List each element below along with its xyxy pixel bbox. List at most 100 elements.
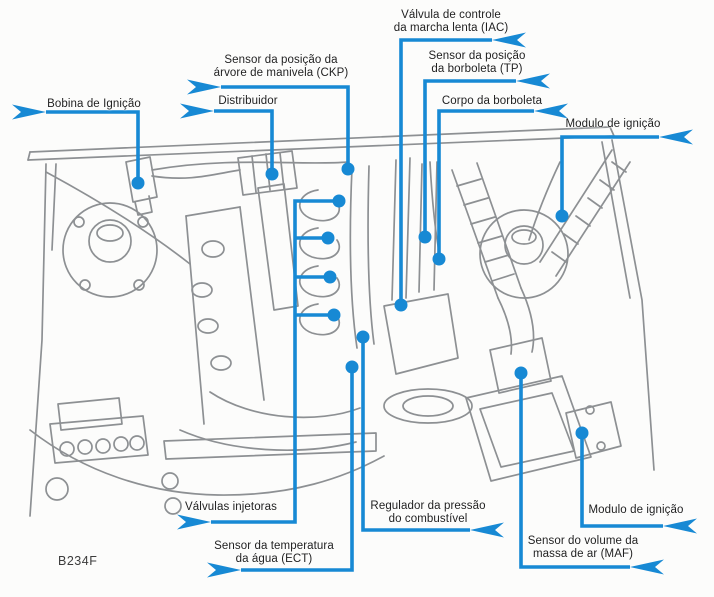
valve-cover-hole	[191, 282, 213, 298]
leader-line-ignition-module-bottom	[580, 433, 663, 528]
bolt	[133, 279, 145, 291]
ignition-module-box	[565, 401, 622, 459]
valve-cover-hole	[210, 355, 232, 371]
figure-code: B234F	[58, 554, 98, 568]
valve-cover-hole	[201, 240, 225, 258]
module-screw	[596, 441, 606, 451]
airbox	[465, 375, 592, 482]
airbox-inner	[479, 392, 575, 468]
air-hose-ribs	[456, 178, 515, 282]
component-dot-mass-air-flow-sensor-maf	[514, 366, 528, 380]
throttle-flange	[383, 388, 473, 424]
leader-arrow-icon-fuel-injectors	[177, 514, 211, 530]
leader-line-fuel-pressure-regulator	[361, 337, 470, 532]
intake-runner	[299, 189, 340, 222]
frame-hole	[161, 472, 179, 490]
intake-runner	[299, 265, 340, 298]
component-dot-distributor	[265, 167, 279, 181]
annotation-layer	[12, 32, 697, 578]
component-dot-throttle-position-sensor-tp	[418, 230, 432, 244]
right-frame-line	[601, 141, 631, 299]
left-strut-cap	[88, 219, 132, 263]
intake-runner	[299, 227, 340, 260]
left-frame-line	[29, 163, 47, 517]
throttle-assembly	[383, 293, 459, 375]
module-screw	[585, 405, 595, 415]
hood-edge-line	[27, 135, 615, 161]
coil-wire	[151, 169, 241, 179]
left-strut-nut	[96, 224, 124, 242]
bolt	[79, 279, 91, 291]
brace-bar	[555, 161, 631, 277]
leader-line-throttle-body	[437, 109, 534, 259]
component-dot-fuel-injectors	[321, 231, 335, 245]
fuel-rail	[367, 165, 375, 345]
valve-cover	[239, 206, 265, 401]
leader-line-distributor	[214, 109, 274, 174]
coil-body	[125, 156, 158, 203]
leader-line-fuel-injectors	[211, 199, 339, 524]
bolt	[73, 216, 85, 228]
left-strut-tower	[62, 202, 158, 298]
right-frame-line	[611, 139, 655, 471]
fuse-cap	[77, 439, 93, 455]
hose	[209, 391, 361, 419]
leader-arrow-icon-distributor	[180, 103, 214, 119]
leader-line-mass-air-flow-sensor-maf	[519, 373, 630, 569]
right-strut-tower	[479, 209, 569, 299]
leader-line-ignition-module-top	[560, 135, 659, 216]
frame-hole	[164, 497, 182, 515]
component-dot-crankshaft-position-sensor-ckp	[341, 162, 355, 176]
fuse-cap	[129, 435, 145, 451]
brace-bar	[539, 149, 613, 263]
valve-cover-hole	[197, 318, 219, 334]
hose	[179, 429, 357, 451]
leader-arrow-icon-ignition-module-top	[659, 129, 693, 145]
component-dot-fuel-injectors	[327, 308, 341, 322]
intake-runner	[299, 303, 340, 336]
distributor-body	[237, 150, 298, 196]
leader-arrow-icon-ignition-coil	[12, 104, 46, 120]
leader-arrow-icon-coolant-temperature-sensor-ect	[207, 562, 241, 578]
right-strut-nut	[511, 229, 537, 245]
valve-cover	[185, 206, 241, 217]
leader-line-coolant-temperature-sensor-ect	[241, 367, 354, 572]
component-dot-coolant-temperature-sensor-ect	[345, 360, 359, 374]
leader-arrow-icon-throttle-position-sensor-tp	[516, 73, 550, 89]
hose	[528, 161, 561, 241]
frame-hole	[45, 477, 69, 501]
air-hose	[451, 162, 522, 299]
fuse-cap	[113, 436, 129, 452]
leader-line-crankshaft-position-sensor-ckp	[221, 85, 350, 169]
body-front-curve	[29, 429, 385, 496]
component-dot-fuel-injectors	[332, 194, 346, 208]
component-dot-fuel-injectors	[323, 270, 337, 284]
throttle-cables	[418, 161, 438, 293]
brace-hatching	[551, 161, 627, 263]
maf-body	[489, 337, 552, 394]
leader-arrow-icon-throttle-body	[534, 103, 568, 119]
component-dot-idle-air-control-valve-iac	[394, 298, 408, 312]
fuel-rail	[349, 167, 358, 349]
fuse-box	[49, 415, 149, 464]
timing-cover	[257, 183, 299, 311]
left-frame-line	[51, 163, 57, 251]
throttle-flange-inner	[402, 395, 454, 417]
fuse-cap	[95, 438, 111, 454]
leader-arrow-icon-crankshaft-position-sensor-ckp	[187, 79, 221, 95]
component-dot-ignition-coil	[131, 176, 145, 190]
crossmember	[163, 432, 377, 460]
component-dot-fuel-pressure-regulator	[356, 330, 370, 344]
leader-arrow-icon-idle-air-control-valve-iac	[492, 32, 526, 48]
fuse-cap	[59, 441, 75, 457]
leader-line-idle-air-control-valve-iac	[399, 38, 492, 305]
hood-edge-line	[609, 126, 615, 137]
valve-cover	[185, 215, 205, 425]
air-hose-elbow	[497, 287, 535, 355]
hose	[151, 161, 349, 171]
bolt	[137, 216, 149, 228]
component-dot-ignition-module-bottom	[575, 426, 589, 440]
throttle-cables	[391, 157, 411, 301]
